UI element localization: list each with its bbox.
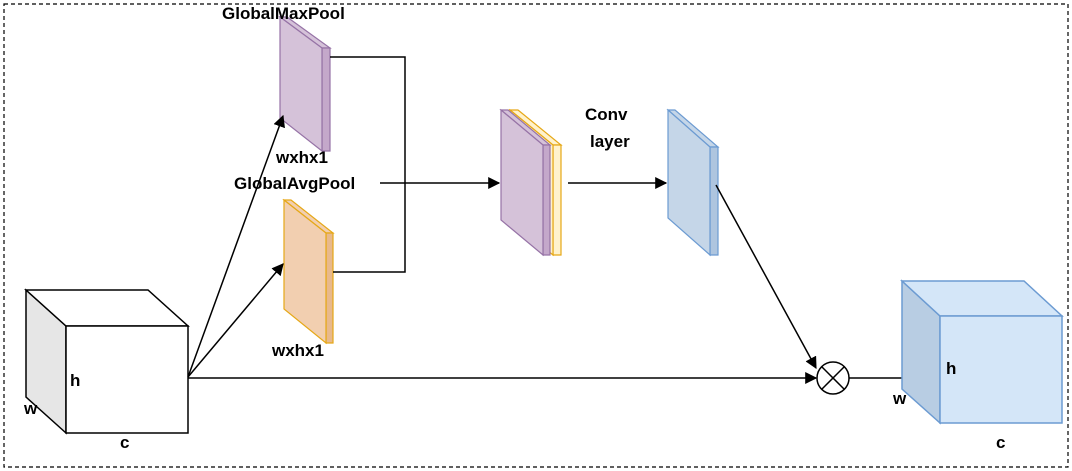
input-to-max-pool-arrow <box>187 114 285 378</box>
max-pool-to-merge-line <box>330 56 406 183</box>
avg-pool-label: GlobalAvgPool <box>234 174 355 193</box>
input-to-avg-pool-arrow <box>187 263 284 378</box>
input-h-label: h <box>70 371 80 390</box>
output-w-label: w <box>892 389 907 408</box>
multiply-circle-icon <box>816 361 850 395</box>
max-pool-slab <box>278 15 332 153</box>
avg-pool-to-merge-line <box>333 183 406 273</box>
input-c-label: c <box>120 433 129 452</box>
concat-slab-purple <box>499 108 552 257</box>
output-c-label: c <box>996 433 1005 452</box>
input-feature-cube <box>24 288 190 435</box>
max-pool-label: GlobalMaxPool <box>222 4 345 23</box>
avg-pool-dims-label: wxhx1 <box>271 341 324 360</box>
conv-label-line2: layer <box>590 132 630 151</box>
output-h-label: h <box>946 359 956 378</box>
conv-to-multiply-arrow <box>715 184 817 370</box>
outer-dashed-border <box>3 3 1069 468</box>
input-w-label: w <box>23 399 38 418</box>
avg-pool-slab <box>282 198 335 345</box>
output-feature-cube <box>900 279 1064 425</box>
conv-layer-slab <box>666 108 720 257</box>
max-pool-dims-label: wxhx1 <box>275 148 328 167</box>
conv-label-line1: Conv <box>585 105 628 124</box>
